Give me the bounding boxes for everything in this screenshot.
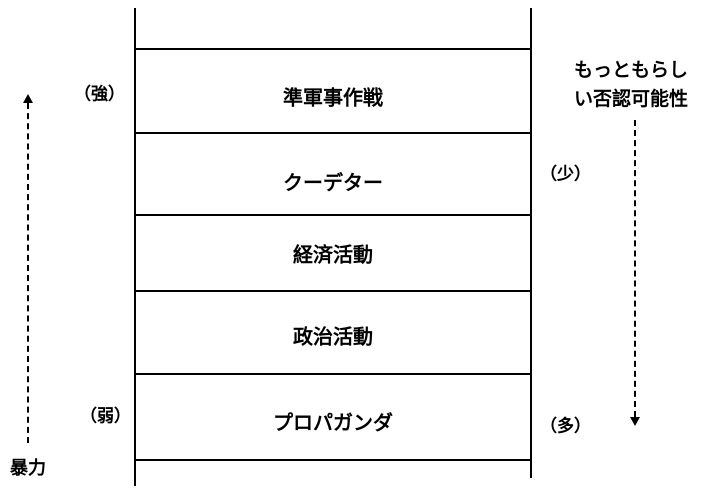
divider-2 <box>134 214 532 216</box>
layer-economic: 経済活動 <box>293 242 373 267</box>
violence-arrow-shaft <box>27 103 29 443</box>
layer-propaganda: プロパガンダ <box>273 410 393 435</box>
layer-paramilitary: 準軍事作戦 <box>283 85 383 110</box>
layer-coup: クーデター <box>283 170 383 195</box>
left-rail <box>134 8 136 486</box>
left-axis-title: 暴力 <box>10 458 46 479</box>
right-axis-title: もっともらし い否認可能性 <box>566 56 696 114</box>
divider-1 <box>134 132 532 134</box>
divider-3 <box>134 290 532 292</box>
divider-bottom <box>134 459 532 461</box>
violence-arrow-head <box>23 94 33 103</box>
divider-4 <box>134 373 532 375</box>
divider-top <box>134 48 532 50</box>
right-top-label: （少） <box>540 164 591 185</box>
layer-political: 政治活動 <box>293 324 373 349</box>
right-bottom-label: （多） <box>540 416 591 437</box>
left-top-label: （強） <box>74 84 125 105</box>
right-axis-title-line2: い否認可能性 <box>573 88 688 110</box>
deniability-arrow-shaft <box>634 120 636 417</box>
deniability-arrow-head <box>630 417 640 426</box>
left-bottom-label: （弱） <box>80 406 131 427</box>
right-axis-title-line1: もっともらし <box>573 59 688 81</box>
right-rail <box>530 8 532 478</box>
